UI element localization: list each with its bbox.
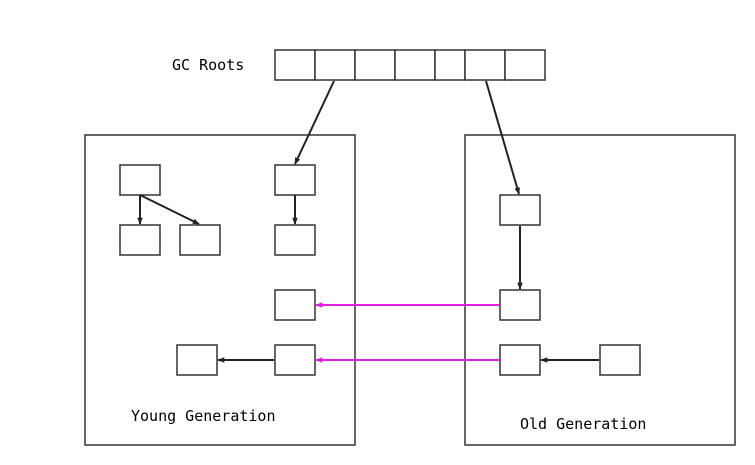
young-object-d — [274, 164, 316, 196]
root-to-old-arrow — [485, 80, 520, 195]
root-to-young-arrow — [294, 80, 335, 165]
young-object-c — [179, 224, 221, 256]
root-slot — [504, 49, 546, 81]
root-slot — [394, 49, 436, 81]
old-object-b — [499, 289, 541, 321]
root-slot — [354, 49, 396, 81]
old-generation-label: Old Generation — [520, 415, 646, 433]
young-object-e — [274, 224, 316, 256]
root-slot — [464, 49, 506, 81]
young-object-a — [119, 164, 161, 196]
root-slot — [314, 49, 356, 81]
old-object-c — [499, 344, 541, 376]
young-object-h — [176, 344, 218, 376]
young-object-f — [274, 289, 316, 321]
gc-roots-label: GC Roots — [172, 56, 244, 74]
root-slot — [274, 49, 316, 81]
old-object-a — [499, 194, 541, 226]
young-object-b — [119, 224, 161, 256]
old-object-d — [599, 344, 641, 376]
gc-roots-array — [274, 49, 546, 81]
young-object-g — [274, 344, 316, 376]
young-a-to-c-arrow — [139, 194, 200, 225]
old-generation-region — [464, 134, 736, 446]
young-generation-region — [84, 134, 356, 446]
young-generation-label: Young Generation — [131, 407, 276, 425]
root-slot — [434, 49, 466, 81]
